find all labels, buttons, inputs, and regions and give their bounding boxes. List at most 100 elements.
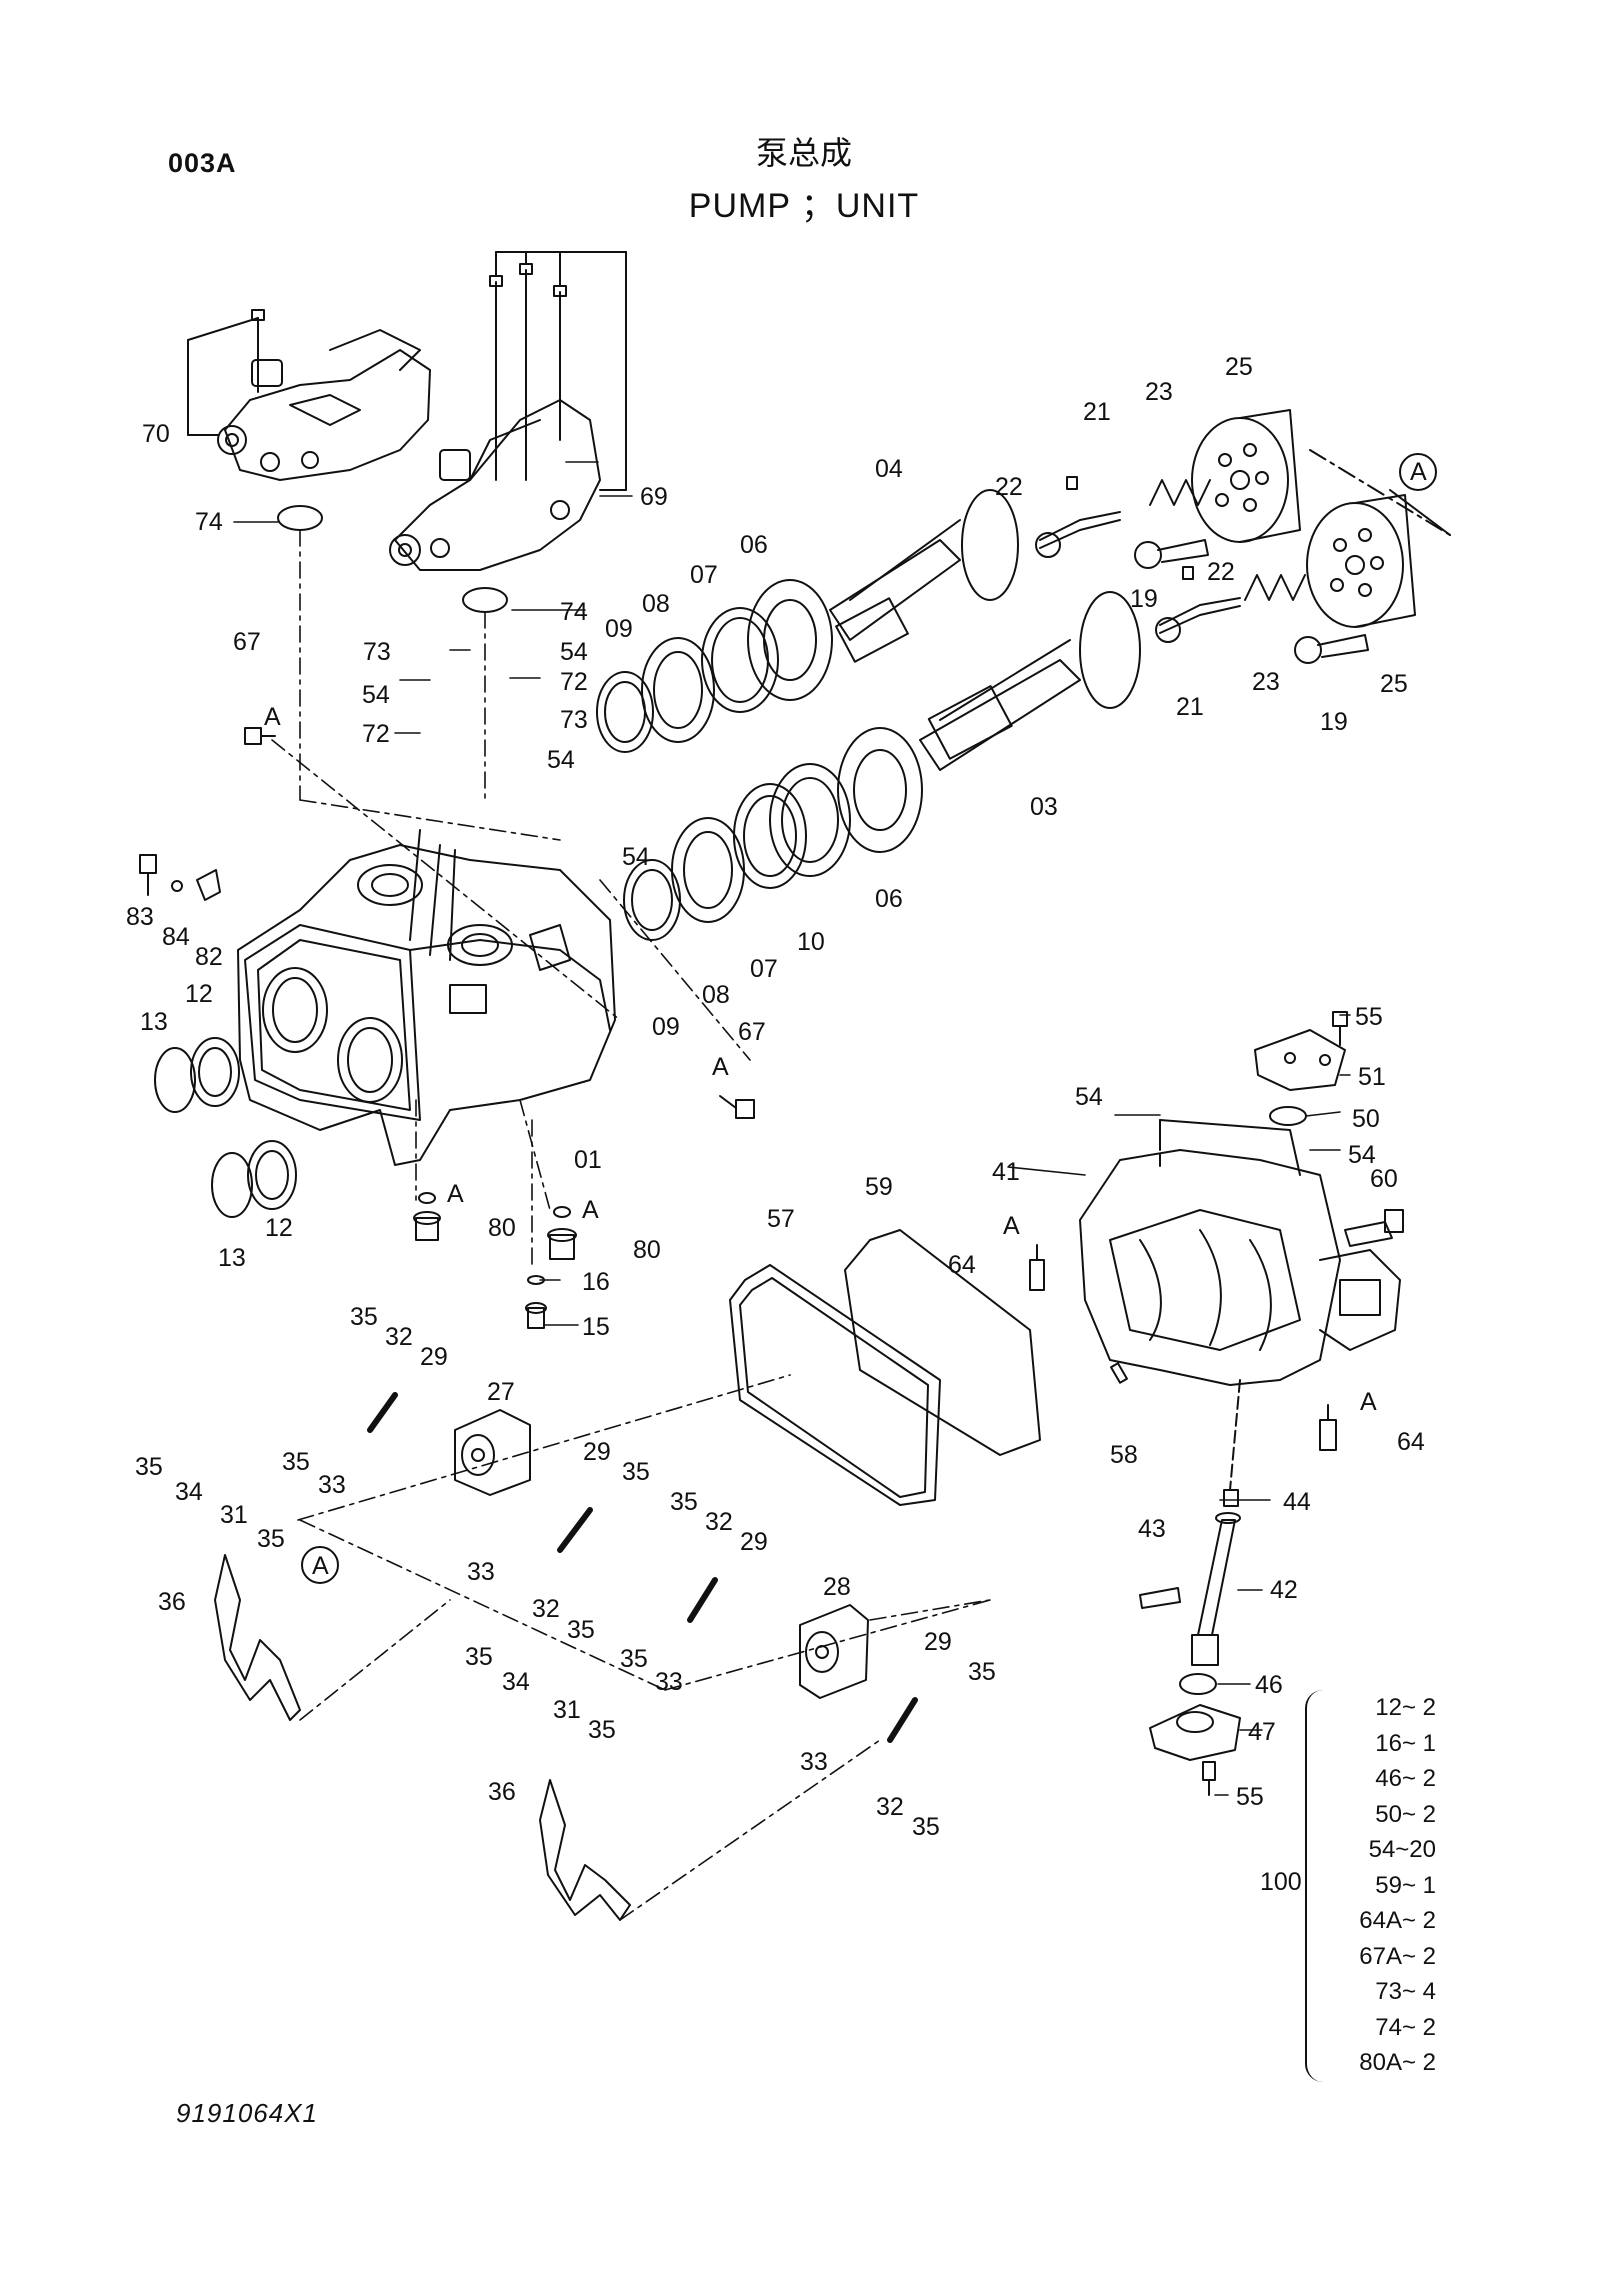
callout-54-c: 54 (547, 746, 575, 774)
callout-31-a: 31 (220, 1501, 248, 1529)
callout-09-lower: 09 (652, 1013, 680, 1041)
callout-34-b: 34 (502, 1668, 530, 1696)
mark-a-1: A (264, 703, 281, 731)
cover-51 (1254, 1011, 1348, 1091)
callout-54-e: 54 (1075, 1083, 1103, 1111)
kit-item: 12~ 2 (1375, 1694, 1436, 1721)
callout-28: 28 (823, 1573, 851, 1601)
callout-35-i: 35 (968, 1658, 996, 1686)
callout-16: 16 (582, 1268, 610, 1296)
callout-21-upper: 21 (1083, 398, 1111, 426)
bearing-set-lower (623, 727, 923, 941)
callout-33-a: 33 (318, 1471, 346, 1499)
callout-35-b: 35 (282, 1448, 310, 1476)
gasket-59 (844, 1229, 1041, 1456)
regulator-70-illustration (187, 309, 431, 481)
callout-12-lower: 12 (265, 1214, 293, 1242)
pin-22-lower (1182, 566, 1194, 580)
shaft-04 (829, 489, 1019, 663)
shaft-42-assembly (1139, 1489, 1241, 1666)
callout-22-upper: 22 (995, 473, 1023, 501)
fitting-60 (1344, 1209, 1404, 1247)
callout-60: 60 (1370, 1165, 1398, 1193)
kit-item: 74~ 2 (1375, 2013, 1436, 2041)
callout-35-k: 35 (588, 1716, 616, 1744)
forks-31 (214, 1554, 631, 1921)
callout-54-f: 54 (1348, 1141, 1376, 1169)
callout-35-l: 35 (912, 1813, 940, 1841)
callout-35-e: 35 (257, 1525, 285, 1553)
dashed-linkage-lines (297, 1374, 991, 1921)
callout-74-right: 74 (560, 598, 588, 626)
callout-35-f: 35 (567, 1616, 595, 1644)
callout-33-b: 33 (467, 1558, 495, 1586)
title-english: PUMP ；UNIT (688, 187, 920, 225)
callout-12-upper: 12 (185, 980, 213, 1008)
callout-03: 03 (1030, 793, 1058, 821)
callout-73-left: 73 (363, 638, 391, 666)
callout-42: 42 (1270, 1576, 1298, 1604)
callout-31-b: 31 (553, 1696, 581, 1724)
callout-15: 15 (582, 1313, 610, 1341)
callout-04: 04 (875, 455, 903, 483)
callout-10: 10 (797, 928, 825, 956)
title-chinese: 泵总成 (755, 134, 852, 172)
callout-35-g: 35 (670, 1488, 698, 1516)
callout-74-left: 74 (195, 508, 223, 536)
callout-13-upper: 13 (140, 1008, 168, 1036)
callout-55-lower: 55 (1236, 1783, 1264, 1811)
callout-19-lower: 19 (1320, 708, 1348, 736)
gasket-57 (729, 1264, 941, 1506)
callout-67-upper: 67 (233, 628, 261, 656)
callout-01: 01 (574, 1146, 602, 1174)
callout-32-a: 32 (385, 1323, 413, 1351)
callout-leaders (233, 461, 1351, 1796)
circle-a-text-right: A (1410, 458, 1427, 486)
mark-a-6: A (1360, 1388, 1377, 1416)
callout-50: 50 (1352, 1105, 1380, 1133)
callout-06-lower: 06 (875, 885, 903, 913)
plugs-67 (244, 727, 755, 1119)
callout-29-a: 29 (420, 1343, 448, 1371)
callout-07-lower: 07 (750, 955, 778, 983)
callout-32-d: 32 (876, 1793, 904, 1821)
kit-item: 16~ 1 (1375, 1729, 1436, 1757)
callout-47: 47 (1248, 1718, 1276, 1746)
callout-51: 51 (1358, 1063, 1386, 1091)
callout-09-upper: 09 (605, 615, 633, 643)
callout-69: 69 (640, 483, 668, 511)
kit-item: 67A~ 2 (1359, 1942, 1436, 1970)
callout-25-lower: 25 (1380, 670, 1408, 698)
callout-43: 43 (1138, 1515, 1166, 1543)
callout-70: 70 (142, 420, 170, 448)
callout-36-a: 36 (158, 1588, 186, 1616)
kit-item: 59~ 1 (1375, 1871, 1436, 1899)
o-ring-46 (1179, 1673, 1217, 1695)
pin-58 (1110, 1362, 1128, 1384)
piston-19-lower (1294, 634, 1369, 664)
callout-06-upper: 06 (740, 531, 768, 559)
callout-46: 46 (1255, 1671, 1283, 1699)
callout-29-d: 29 (924, 1628, 952, 1656)
callout-64-left: 64 (948, 1251, 976, 1279)
callout-08-lower: 08 (702, 981, 730, 1009)
circle-a-text-left: A (312, 1552, 329, 1580)
gasket-74-left (277, 505, 323, 531)
callout-73-right: 73 (560, 706, 588, 734)
spring-23-lower (1244, 574, 1306, 601)
callout-numbers: 70 69 74 74 67 A 73 54 72 54 72 73 54 54… (126, 353, 1427, 1841)
callout-35-c: 35 (622, 1458, 650, 1486)
callout-59: 59 (865, 1173, 893, 1201)
kit-item: 50~ 2 (1375, 1800, 1436, 1828)
callout-83: 83 (126, 903, 154, 931)
callout-54-b: 54 (560, 638, 588, 666)
callout-33-c: 33 (655, 1668, 683, 1696)
callout-34-a: 34 (175, 1478, 203, 1506)
kit-item: 73~ 4 (1375, 1978, 1436, 2005)
callout-58: 58 (1110, 1441, 1138, 1469)
mark-a-5: A (1003, 1212, 1020, 1240)
callout-35-d: 35 (135, 1453, 163, 1481)
callout-67-lower: 67 (738, 1018, 766, 1046)
kit-item: 64A~ 2 (1359, 1907, 1436, 1934)
